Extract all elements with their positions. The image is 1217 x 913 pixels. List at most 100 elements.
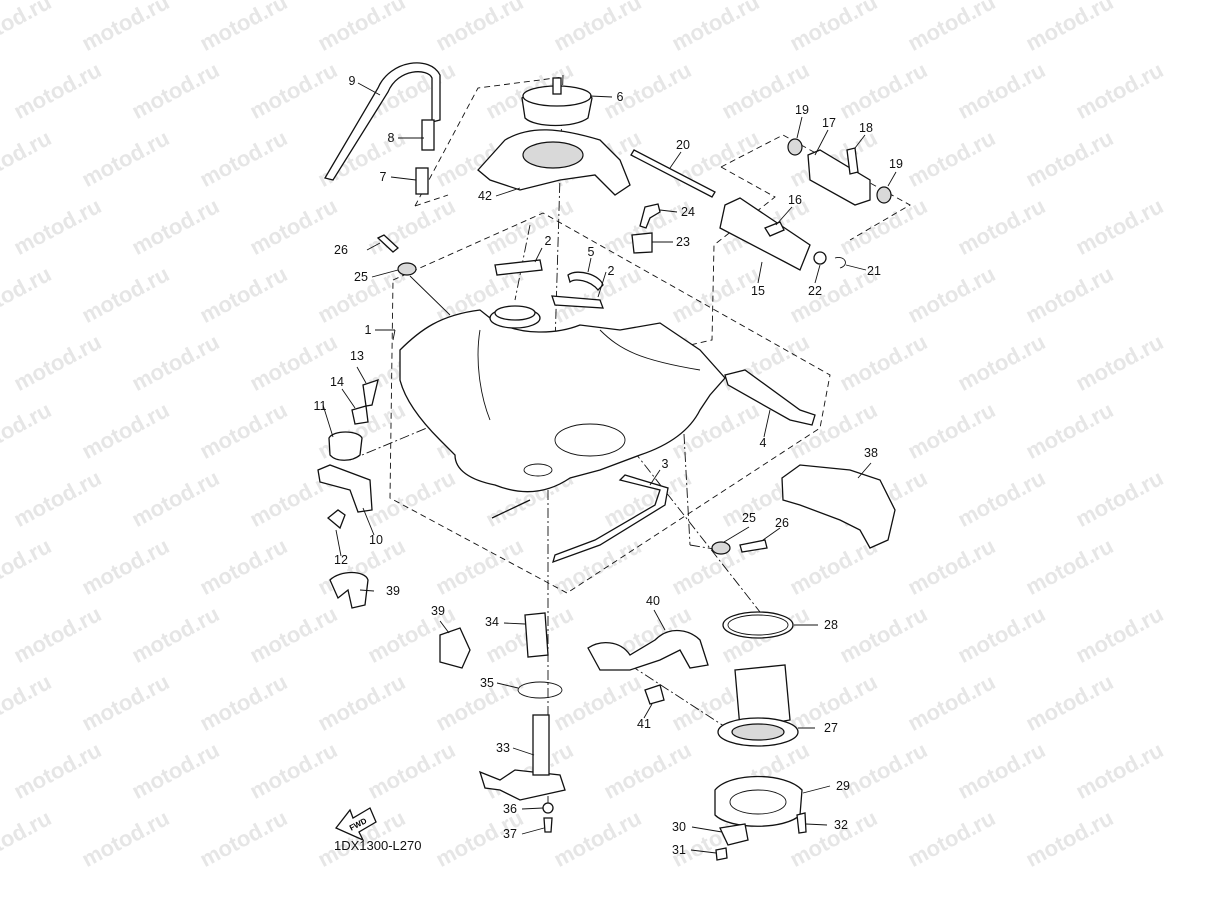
callout-19a: 19 xyxy=(795,102,809,117)
callout-33: 33 xyxy=(496,740,510,755)
breather-hose-part xyxy=(323,62,441,181)
bolt-axis-line xyxy=(682,415,691,546)
callout-5: 5 xyxy=(587,244,595,259)
diagram-code: 1DX1300-L270 xyxy=(334,838,422,853)
washer-22-part xyxy=(813,251,827,265)
callout-29: 29 xyxy=(836,778,850,793)
leader-lines xyxy=(322,82,897,854)
harness-40-part xyxy=(587,629,709,671)
callout-42: 42 xyxy=(478,188,492,203)
callout-19b: 19 xyxy=(889,156,903,171)
washer-25b-part xyxy=(711,541,731,555)
callout-39b: 39 xyxy=(431,603,445,618)
callout-21: 21 xyxy=(867,263,881,278)
callout-39a: 39 xyxy=(386,583,400,598)
callout-25a: 25 xyxy=(354,269,368,284)
callout-2a: 2 xyxy=(544,233,552,248)
callout-26b: 26 xyxy=(775,515,789,530)
callout-30: 30 xyxy=(672,819,686,834)
callout-14: 14 xyxy=(330,374,344,389)
pin-21-part xyxy=(834,257,846,269)
bolt-16-part xyxy=(764,221,785,237)
bolt-26a-part xyxy=(376,234,399,253)
callout-20: 20 xyxy=(676,137,690,152)
callout-17: 17 xyxy=(822,115,836,130)
bolt-18-part xyxy=(846,147,859,175)
hose-joint-part xyxy=(421,119,435,151)
washer-25a-part xyxy=(397,262,417,276)
screw-37-part xyxy=(543,817,553,833)
cap-assembly-boundary xyxy=(414,76,564,207)
bolt-32-part xyxy=(796,812,807,834)
bracket-boundary-lower xyxy=(667,166,776,351)
gasket-28-part xyxy=(722,611,794,639)
callout-18: 18 xyxy=(859,120,873,135)
callout-23: 23 xyxy=(676,234,690,249)
tank-assembly-boundary xyxy=(389,212,831,594)
collar-part xyxy=(631,232,653,254)
sender-34-part xyxy=(524,612,549,658)
grommet-19a-part xyxy=(787,138,803,156)
bolt-24-part xyxy=(639,203,661,229)
callout-16: 16 xyxy=(788,192,802,207)
bolt-20-part xyxy=(630,149,716,198)
callout-10: 10 xyxy=(369,532,383,547)
damper-4-part xyxy=(724,369,816,426)
gasket-35-part xyxy=(517,681,563,699)
damper-5-part xyxy=(567,271,604,291)
callout-6: 6 xyxy=(616,89,624,104)
damper-11-part xyxy=(328,431,363,461)
callout-1: 1 xyxy=(364,322,372,337)
bracket-15-part xyxy=(719,197,811,271)
callout-24: 24 xyxy=(681,204,695,219)
cap-boundary-segment xyxy=(414,194,449,207)
collar-14-part xyxy=(351,405,369,425)
tank-cap-cover-part xyxy=(477,129,631,196)
bolt-26b-part xyxy=(739,539,768,553)
callout-36: 36 xyxy=(503,801,517,816)
bracket-17-part xyxy=(807,149,871,206)
callout-8: 8 xyxy=(387,130,395,145)
clip-41-part xyxy=(644,684,665,705)
washer-36-part xyxy=(542,802,554,814)
bolt-13-part xyxy=(362,379,379,407)
fuel-tank-part xyxy=(399,305,726,493)
callout-34: 34 xyxy=(485,614,499,629)
callout-27: 27 xyxy=(824,720,838,735)
plate-29-part xyxy=(714,775,803,827)
grommet-19b-part xyxy=(876,186,892,204)
fwd-arrow-icon: FWD xyxy=(334,807,377,842)
callout-28: 28 xyxy=(824,617,838,632)
sender-33-part xyxy=(478,769,566,801)
callout-4: 4 xyxy=(759,435,767,450)
hose-fitting-part xyxy=(415,167,429,195)
clamp-39a-part xyxy=(329,571,369,609)
bolt-12-part xyxy=(326,509,346,530)
callout-40: 40 xyxy=(646,593,660,608)
callout-22: 22 xyxy=(808,283,822,298)
fuel-pump-27-part xyxy=(717,664,799,747)
callout-41: 41 xyxy=(637,716,651,731)
callout-38: 38 xyxy=(864,445,878,460)
callout-2b: 2 xyxy=(607,263,615,278)
damper-2b-part xyxy=(551,295,604,309)
callout-31: 31 xyxy=(672,842,686,857)
nut-31-part xyxy=(715,847,728,861)
callout-37: 37 xyxy=(503,826,517,841)
callout-35: 35 xyxy=(480,675,494,690)
callout-3: 3 xyxy=(661,456,669,471)
callout-7: 7 xyxy=(379,169,387,184)
sender-33-tube xyxy=(532,714,550,776)
clamp-39b-part xyxy=(439,627,471,669)
bracket-10-part xyxy=(317,464,373,513)
protector-38-part xyxy=(781,464,896,549)
callout-15: 15 xyxy=(751,283,765,298)
callout-25b: 25 xyxy=(742,510,756,525)
callout-9: 9 xyxy=(348,73,356,88)
damper-2a-part xyxy=(494,259,543,276)
bracket-30-part xyxy=(719,823,749,846)
callout-26a: 26 xyxy=(334,242,348,257)
fuel-cap-part xyxy=(521,77,593,127)
